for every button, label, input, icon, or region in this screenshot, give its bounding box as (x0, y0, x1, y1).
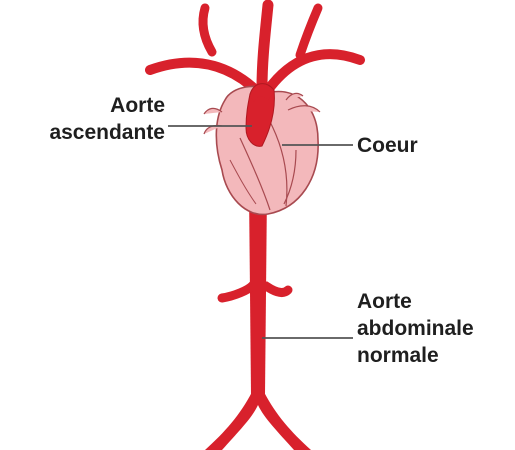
label-ascending-aorta-line-1: Aorte (8, 92, 165, 119)
label-ascending-aorta-line-2: ascendante (8, 119, 165, 146)
center-branch-vessel (262, 5, 268, 88)
label-abdominal-aorta-line-3: normale (357, 342, 474, 369)
aorta-trunk (249, 190, 267, 395)
label-ascending-aorta: Aorte ascendante (8, 92, 165, 146)
label-heart-text: Coeur (357, 132, 418, 159)
label-abdominal-aorta-line-1: Aorte (357, 288, 474, 315)
left-branch-sub-vessel (203, 8, 212, 52)
label-abdominal-aorta-line-2: abdominale (357, 315, 474, 342)
right-branch-sub-vessel (300, 8, 318, 55)
iliac-bifurcation (205, 392, 311, 450)
label-abdominal-aorta: Aorte abdominale normale (357, 288, 474, 369)
supra-aortic-branches (150, 5, 360, 92)
label-heart: Coeur (357, 132, 418, 159)
right-branch-vessel (268, 54, 360, 90)
